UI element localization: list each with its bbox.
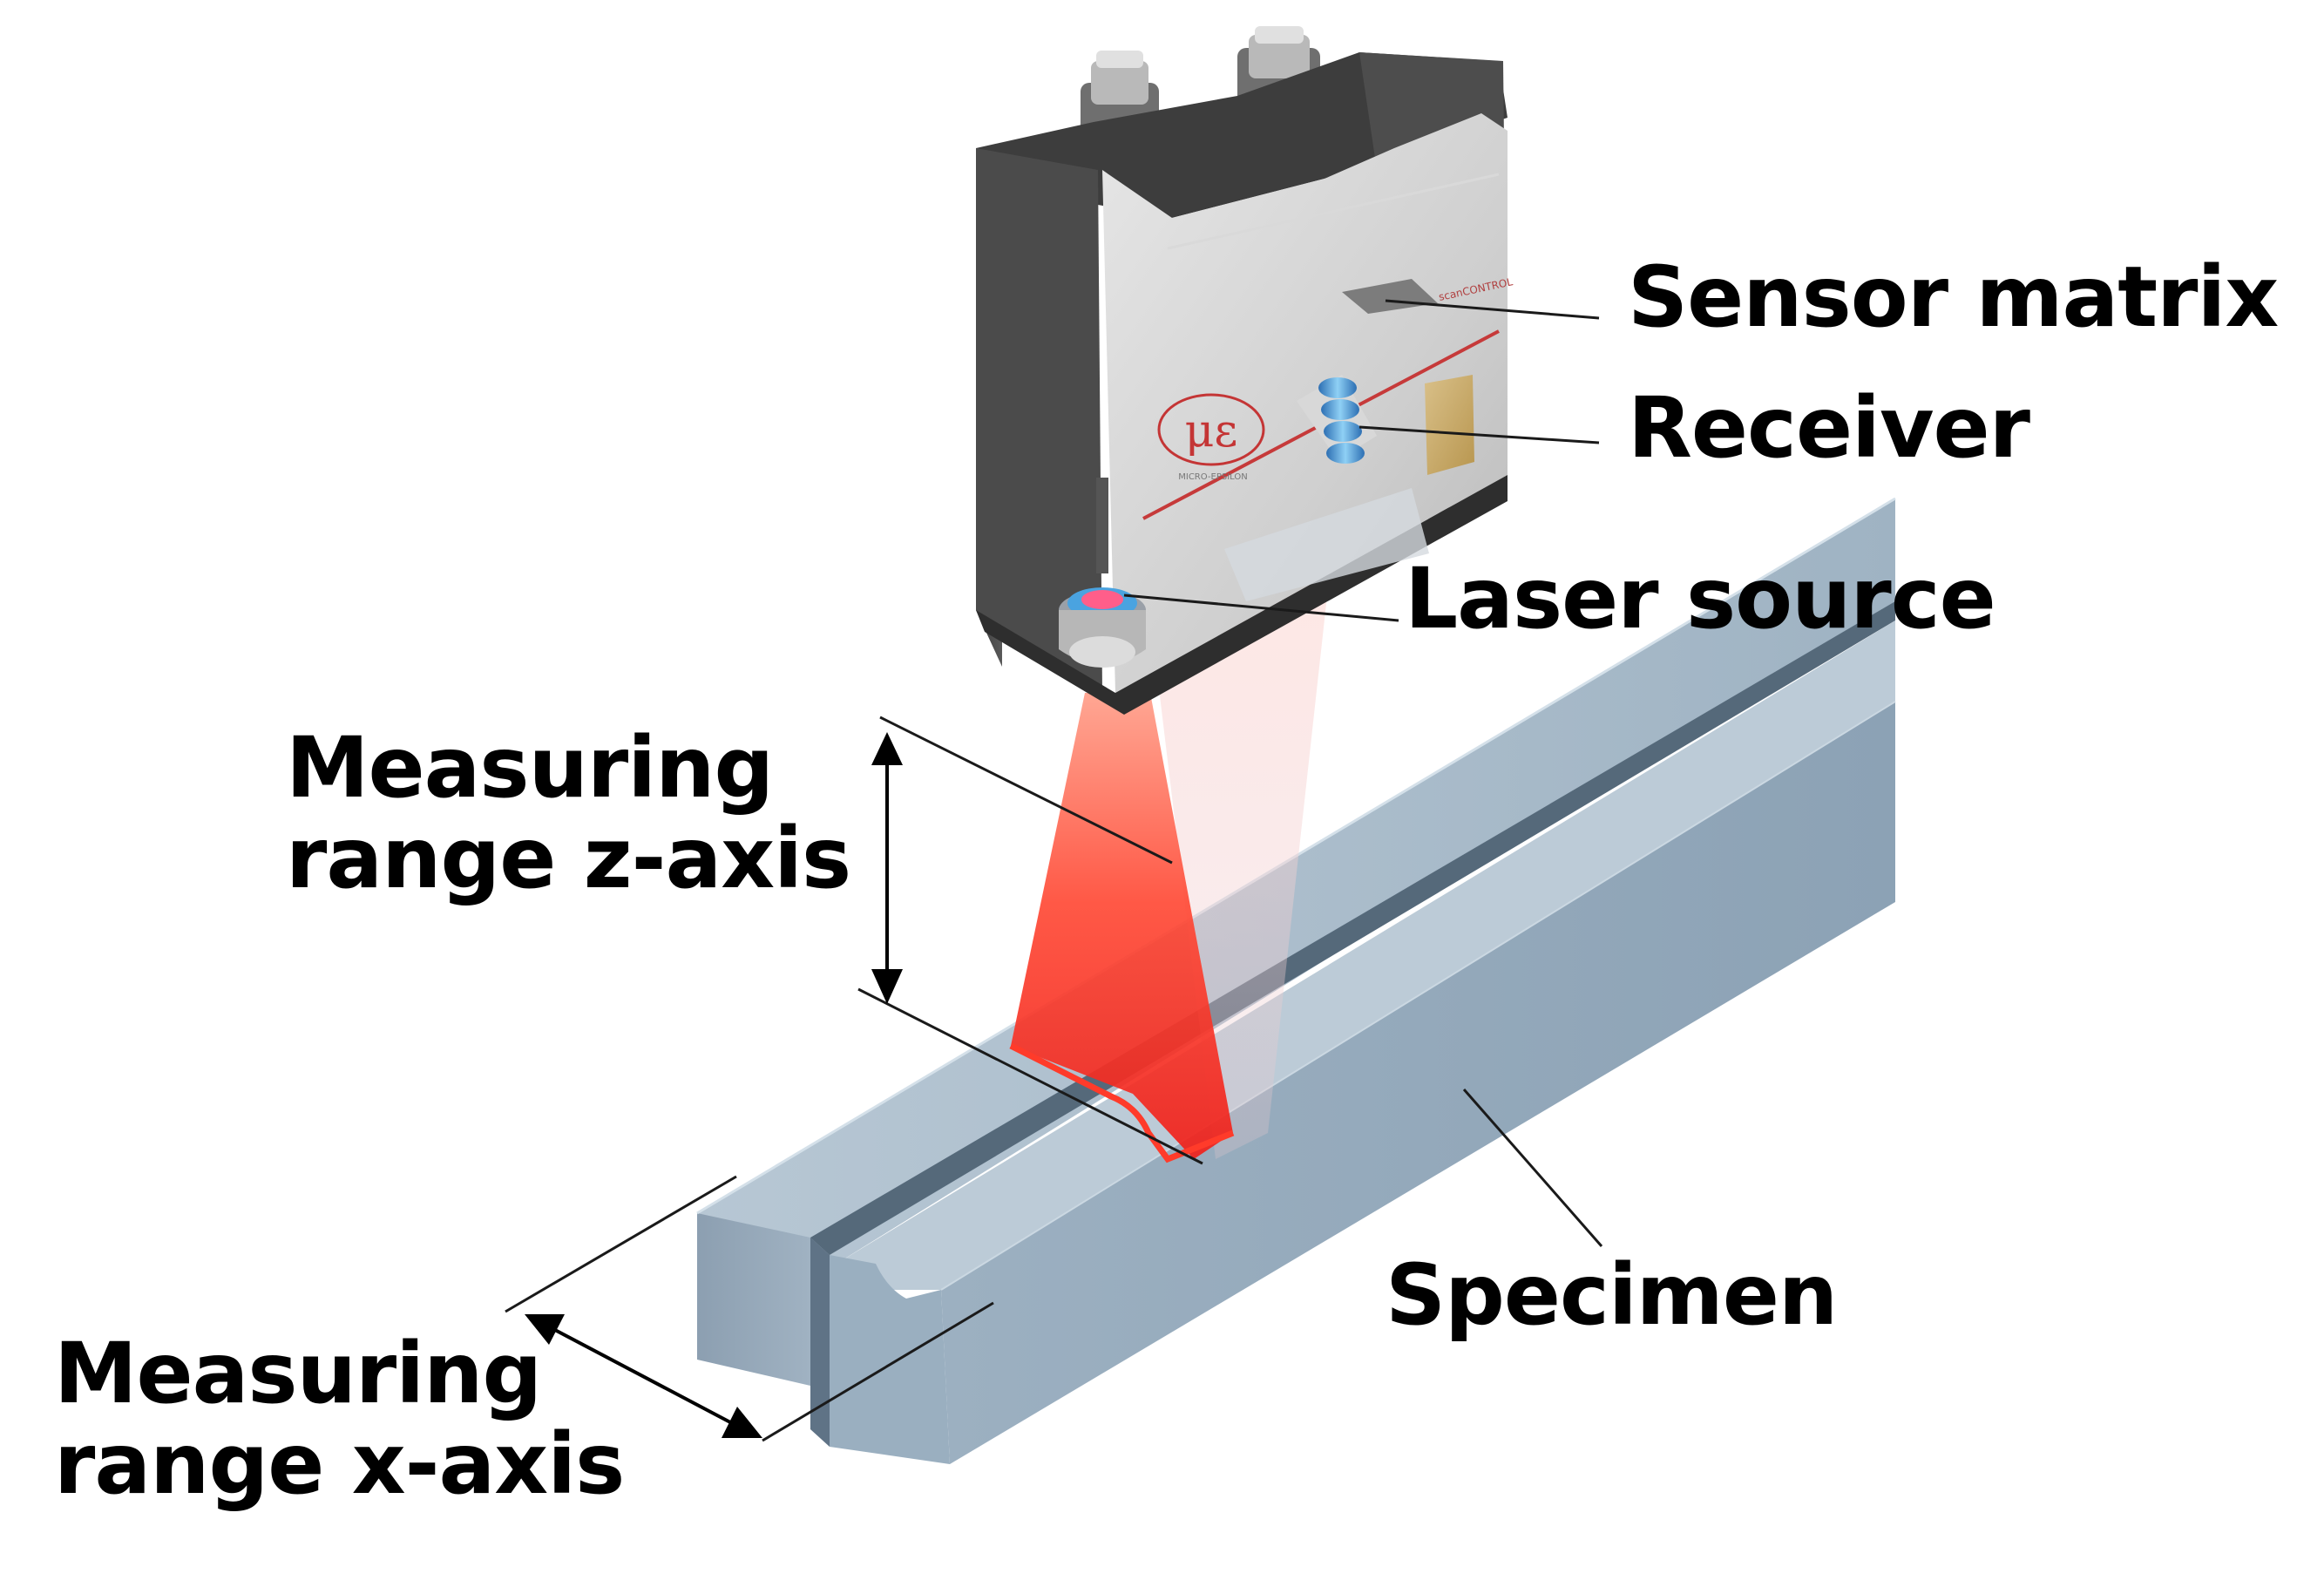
label-z-axis-range: Measuring range z-axis [286, 719, 851, 907]
label-receiver: Receiver [1628, 379, 2030, 477]
z-axis-dimension-arrow [871, 732, 903, 1004]
sensor-matrix-plate [1342, 279, 1438, 314]
rail-end-face-lip [830, 1255, 950, 1464]
x-axis-dimension-arrow [525, 1314, 762, 1438]
leader-laser-source [1123, 594, 1399, 622]
z-range-upper-line [879, 716, 1173, 865]
rail-end-groove [810, 1238, 830, 1447]
rail-top-face [697, 499, 1895, 1264]
leader-sensor-matrix [1385, 299, 1600, 320]
leader-specimen [1462, 1089, 1603, 1247]
label-laser-source: Laser source [1405, 550, 1996, 648]
laser-emitter [1059, 478, 1146, 668]
rail-end-face-left [697, 1213, 810, 1386]
logo-brand-text: MICRO-EPSILON [1178, 472, 1247, 482]
x-range-outer-line [505, 1175, 737, 1313]
laser-line-on-specimen [1009, 1042, 1235, 1163]
rail-groove [810, 601, 1895, 1255]
receiver-lens [1297, 375, 1377, 464]
receiver-window [1425, 375, 1474, 475]
rail-front-face [941, 702, 1895, 1464]
x-range-inner-line [762, 1301, 994, 1442]
z-range-lower-line [857, 987, 1203, 1165]
label-sensor-matrix: Sensor matrix [1628, 248, 2279, 346]
rail-lip-top [837, 621, 1895, 1290]
specimen-rail [696, 497, 1896, 1464]
label-x-axis-range: Measuring range x-axis [54, 1325, 625, 1513]
label-specimen: Specimen [1386, 1246, 1838, 1344]
leader-lines [505, 299, 1603, 1442]
leader-receiver [1358, 425, 1600, 444]
logo-mark: με [1185, 405, 1238, 458]
sensor-housing: με MICRO-EPSILON scanCONTROL [976, 26, 1514, 715]
